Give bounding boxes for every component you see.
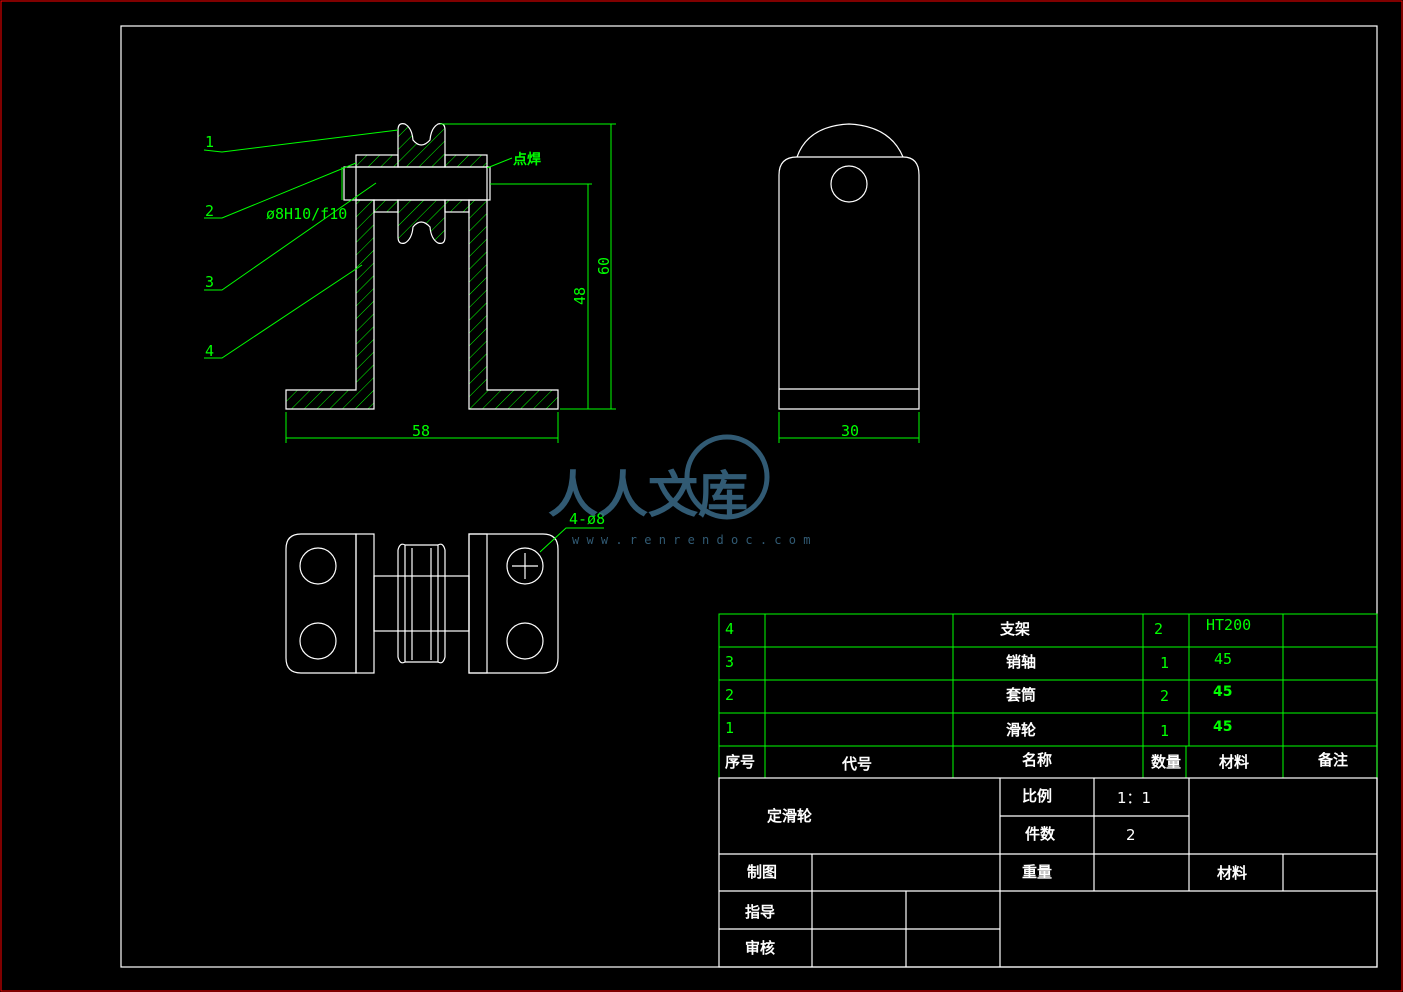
watermark-text: 人人文库 — [548, 466, 748, 524]
callout-2: 2 — [205, 202, 214, 220]
side-view: 30 — [778, 123, 920, 443]
header-code: 代号 — [841, 755, 872, 773]
row-4-material: HT200 — [1206, 616, 1251, 634]
row-1-no: 1 — [725, 719, 734, 737]
callouts: 1 2 3 4 点焊 ø8H10/f10 — [203, 129, 541, 360]
count-label: 件数 — [1025, 825, 1056, 843]
dim-holes: 4-ø8 — [569, 510, 605, 528]
bracket-right — [468, 199, 559, 410]
header-material: 材料 — [1219, 753, 1249, 771]
row-3-name: 销轴 — [1006, 653, 1036, 671]
guide-label: 指导 — [745, 903, 775, 921]
callout-3: 3 — [205, 273, 214, 291]
bracket-left — [285, 199, 375, 410]
weight-label: 重量 — [1022, 863, 1052, 881]
row-3-qty: 1 — [1160, 654, 1169, 672]
row-2-name: 套筒 — [1005, 686, 1036, 704]
row-3-no: 3 — [725, 653, 734, 671]
fit-annotation: ø8H10/f10 — [266, 205, 347, 223]
row-2-qty: 2 — [1160, 687, 1169, 705]
row-1-name: 滑轮 — [1006, 721, 1036, 739]
material-label: 材料 — [1217, 864, 1247, 882]
drawn-label: 制图 — [747, 863, 777, 881]
header-name: 名称 — [1022, 751, 1052, 769]
review-label: 审核 — [745, 939, 775, 957]
top-view: 4-ø8 — [285, 510, 605, 674]
row-1-qty: 1 — [1160, 722, 1169, 740]
dim-60: 60 — [595, 257, 613, 275]
front-section-view — [285, 123, 559, 410]
watermark-ring — [684, 434, 770, 520]
callout-4: 4 — [205, 342, 214, 360]
row-1-material: 45 — [1213, 719, 1232, 735]
sleeve-top-left — [355, 154, 399, 168]
pulley-top — [397, 123, 446, 168]
axle-pin — [343, 166, 491, 201]
header-qty: 数量 — [1151, 753, 1181, 771]
row-3-material: 45 — [1214, 650, 1232, 668]
row-2-material: 45 — [1213, 684, 1232, 700]
row-2-no: 2 — [725, 686, 734, 704]
dim-48: 48 — [571, 287, 589, 305]
dim-58: 58 — [412, 422, 430, 440]
sleeve-top-right — [444, 154, 488, 168]
weld-annotation: 点焊 — [513, 151, 541, 168]
scale-value: 1：1 — [1117, 789, 1151, 807]
header-note: 备注 — [1317, 751, 1348, 769]
header-no: 序号 — [725, 753, 755, 771]
row-4-name: 支架 — [999, 620, 1030, 638]
watermark: 人人文库 w w w . r e n r e n d o c . c o m — [548, 434, 810, 547]
scale-label: 比例 — [1022, 787, 1052, 805]
sleeve-bottom-right — [444, 199, 470, 213]
pulley-bottom — [397, 199, 446, 244]
callout-1: 1 — [205, 133, 214, 151]
drawing-title: 定滑轮 — [767, 807, 812, 825]
title-block: 定滑轮 比例 1：1 件数 2 制图 重量 材料 指导 审核 — [718, 777, 1378, 968]
dim-30: 30 — [841, 422, 859, 440]
sleeve-bottom-left — [373, 199, 399, 213]
front-dimensions: 58 60 48 — [285, 123, 616, 443]
row-4-qty: 2 — [1154, 620, 1163, 638]
row-4-no: 4 — [725, 620, 734, 638]
watermark-url: w w w . r e n r e n d o c . c o m — [572, 533, 810, 547]
count-value: 2 — [1126, 826, 1136, 844]
parts-list: 4 支架 2 HT200 3 销轴 1 45 2 套筒 2 45 1 滑轮 1 … — [718, 613, 1378, 779]
